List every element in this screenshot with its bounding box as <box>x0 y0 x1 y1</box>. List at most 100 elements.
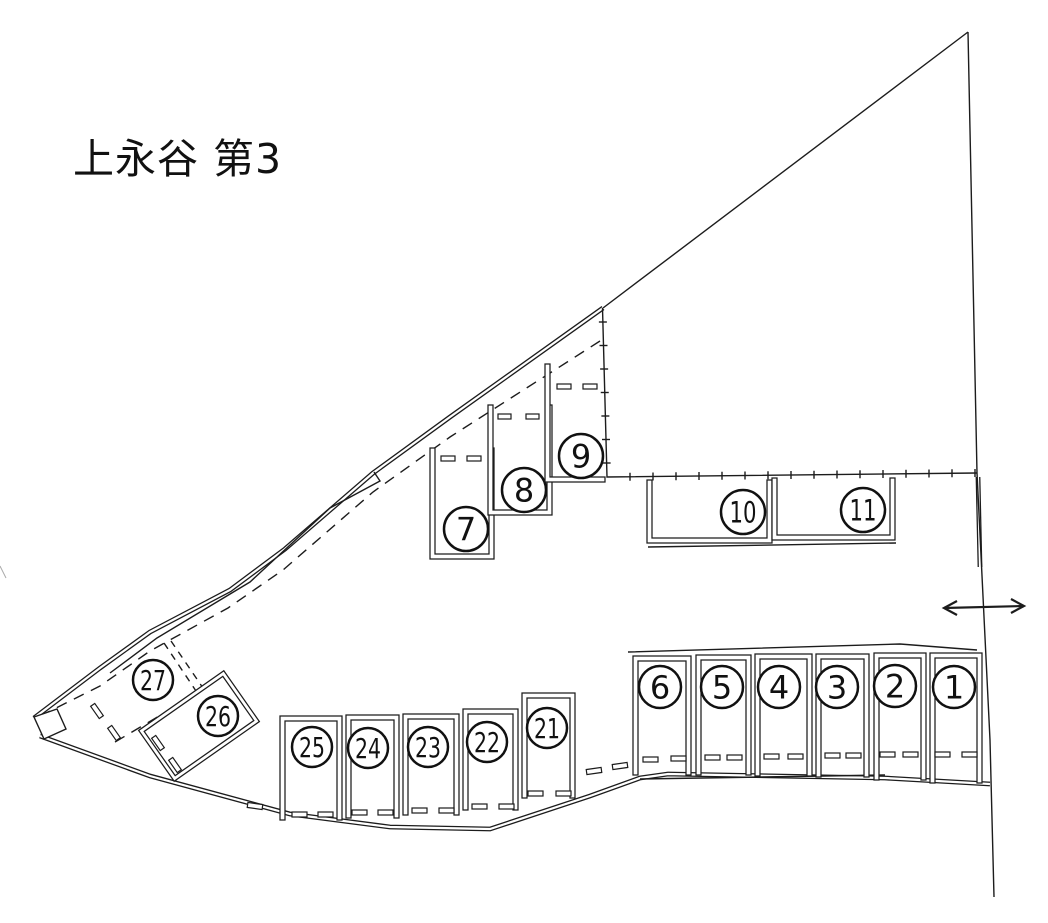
space-walls <box>754 653 813 777</box>
space-number-label: 4 <box>769 669 789 707</box>
space-number-badge <box>290 725 334 769</box>
space-walls <box>279 715 343 821</box>
space-number-label: 21 <box>534 712 560 745</box>
stall-dash-mark <box>317 811 334 818</box>
parking-space-21: 21 <box>521 692 576 799</box>
row10-11-under-line <box>647 542 897 548</box>
stall-dash-mark <box>411 807 428 814</box>
west-tip-block <box>33 708 67 740</box>
parking-space-9: 9 <box>544 363 606 483</box>
parking-space-23: 23 <box>402 713 460 816</box>
space-number-badge <box>525 706 569 750</box>
space-number-label: 5 <box>712 669 732 707</box>
stall-dash-mark <box>438 807 455 814</box>
space-walls <box>646 479 773 544</box>
space-walls <box>402 713 460 816</box>
parking-space-1: 1 <box>929 652 983 784</box>
arrow-right-head <box>1010 598 1027 614</box>
pavement-dash-mark <box>167 756 183 774</box>
space-number-badge <box>872 663 918 709</box>
parking-space-6: 6 <box>632 655 692 776</box>
stall-dash-mark <box>642 756 659 763</box>
space-number-badge <box>637 664 683 710</box>
stall-dash-mark <box>961 751 978 758</box>
space-number-label: 26 <box>205 700 231 733</box>
pavement-dash-mark <box>106 724 122 742</box>
pavement-dash-mark <box>150 734 166 752</box>
space-number-label: 11 <box>850 493 877 527</box>
space-walls <box>771 477 896 541</box>
space-number-badge <box>131 658 175 702</box>
stall-dash-mark <box>879 751 896 758</box>
northwest-dashed-line <box>45 340 601 714</box>
page-title: 上永谷 第3 <box>73 135 282 183</box>
space-walls <box>632 655 692 776</box>
space-number-badge <box>756 664 802 710</box>
space-walls <box>815 653 870 778</box>
pavement-dash-mark <box>611 761 629 771</box>
pavement-dash-mark <box>89 702 105 720</box>
boundary-offset-line <box>109 471 382 674</box>
parking-space-2: 2 <box>872 652 927 781</box>
row1-6-top-line <box>627 643 978 653</box>
stall-dash-mark <box>787 753 804 760</box>
stall-dash-mark <box>471 803 488 810</box>
space-number-label: 6 <box>650 669 670 707</box>
stall-dash-mark <box>845 752 862 759</box>
dashed-guide-lines <box>45 340 601 743</box>
double-arrow-icon <box>941 598 1027 616</box>
stall-dash-mark <box>763 753 780 760</box>
stall-dash-mark <box>527 790 544 797</box>
stall-dash-mark <box>726 754 743 761</box>
space-walls <box>462 708 519 811</box>
stall-dash-mark <box>704 754 721 761</box>
arrow-shaft <box>943 604 1025 610</box>
space-walls <box>929 652 983 784</box>
space-walls <box>544 363 606 483</box>
space-walls <box>345 714 400 819</box>
area27-divider-dash-b <box>170 640 204 689</box>
space-walls <box>873 652 927 781</box>
space-number-badge <box>814 664 860 710</box>
tick-baseline <box>601 307 978 478</box>
stall-dash-mark <box>351 809 368 816</box>
space-number-label: 7 <box>456 511 476 549</box>
stall-dash-mark <box>582 383 598 390</box>
parking-space-10: 10 <box>646 479 773 544</box>
space-number-badge <box>465 720 509 764</box>
stall-dash-mark <box>377 809 394 816</box>
space-number-badge <box>346 726 390 770</box>
space-number-badge <box>406 725 450 769</box>
parking-space-4: 4 <box>754 653 813 777</box>
northwest-boundary-wall-inner <box>33 307 604 719</box>
area27-divider-dash-a <box>163 642 197 692</box>
space-number-label: 2 <box>885 668 905 706</box>
parking-space-5: 5 <box>695 654 752 776</box>
space-number-badge <box>719 488 767 536</box>
parking-space-8: 8 <box>487 404 553 516</box>
space-number-badge <box>442 505 490 553</box>
pavement-dash-mark <box>246 801 264 811</box>
space-number-label: 25 <box>299 731 325 764</box>
space-number-label: 22 <box>474 726 500 759</box>
parking-space-7: 7 <box>429 447 495 560</box>
north-boundary-line <box>602 31 969 309</box>
space-number-label: 27 <box>140 664 166 697</box>
space-number-label: 8 <box>514 472 534 510</box>
space-walls <box>695 654 752 776</box>
space-number-badge <box>557 432 605 480</box>
space-number-badge <box>839 486 887 534</box>
space-number-badge <box>931 664 977 710</box>
stall-dash-mark <box>555 790 572 797</box>
aisle-inner-line <box>639 774 886 780</box>
south-boundary-wall-inner <box>39 734 991 831</box>
pavement-dashes <box>89 702 629 811</box>
boundary-single-lines <box>0 31 995 898</box>
parking-space-24: 24 <box>345 714 400 819</box>
space-number-label: 9 <box>571 438 591 476</box>
stall-dash-mark <box>525 413 540 420</box>
space-number-label: 23 <box>415 731 441 764</box>
